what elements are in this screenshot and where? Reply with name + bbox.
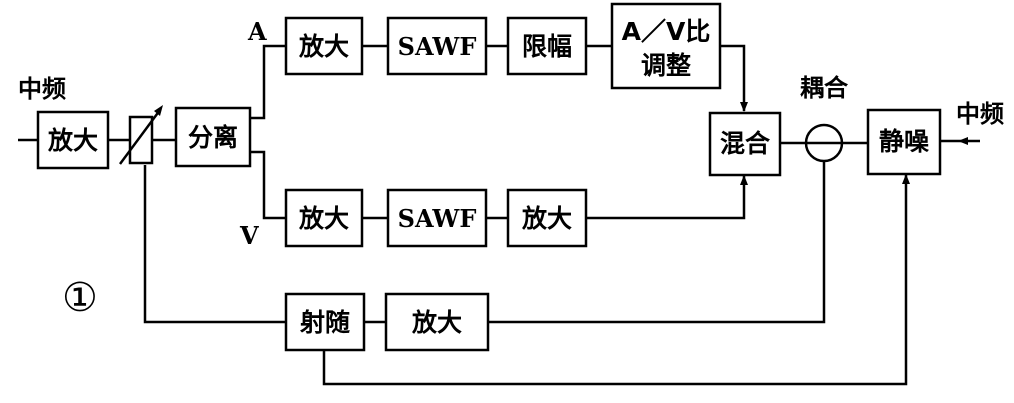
block-input-amp: 放大: [36, 110, 110, 170]
block-v-sawf-label: SAWF: [398, 204, 477, 233]
block-v-amp2: 放大: [506, 188, 588, 248]
output-label: 中频: [956, 100, 1004, 128]
block-emitter-follower-label: 射随: [299, 308, 350, 337]
connection-wires: [18, 44, 980, 386]
block-av-ratio: A／V比 调整: [610, 2, 722, 90]
block-denoise: 静噪: [866, 108, 942, 176]
block-a-sawf-label: SAWF: [398, 32, 477, 61]
branch-v-label: V: [239, 221, 259, 250]
figure-number: ①: [62, 275, 98, 321]
block-a-amp: 放大: [284, 16, 364, 76]
block-v-amp-label: 放大: [298, 204, 349, 233]
block-a-amp-label: 放大: [298, 32, 349, 61]
block-av-ratio-label-1: A／V比: [622, 17, 711, 46]
block-input-amp-label: 放大: [47, 126, 98, 155]
block-v-amp2-label: 放大: [521, 204, 572, 233]
block-mixer-label: 混合: [720, 129, 771, 158]
block-a-sawf: SAWF: [386, 16, 488, 76]
block-feedback-amp: 放大: [384, 292, 490, 352]
block-feedback-amp-label: 放大: [411, 308, 462, 337]
block-a-limiter: 限幅: [506, 16, 588, 76]
block-separator-label: 分离: [188, 123, 238, 152]
coupling-label: 耦合: [800, 74, 849, 102]
block-emitter-follower: 射随: [284, 292, 366, 352]
variable-attenuator: [118, 105, 163, 165]
block-a-limiter-label: 限幅: [522, 32, 572, 61]
block-v-amp: 放大: [284, 188, 364, 248]
block-v-sawf: SAWF: [386, 188, 488, 248]
branch-a-label: A: [247, 17, 267, 46]
block-av-ratio-label-2: 调整: [641, 51, 691, 80]
input-label: 中频: [18, 75, 66, 103]
block-separator: 分离: [174, 106, 252, 168]
block-mixer: 混合: [708, 111, 782, 177]
block-denoise-label: 静噪: [879, 127, 929, 156]
